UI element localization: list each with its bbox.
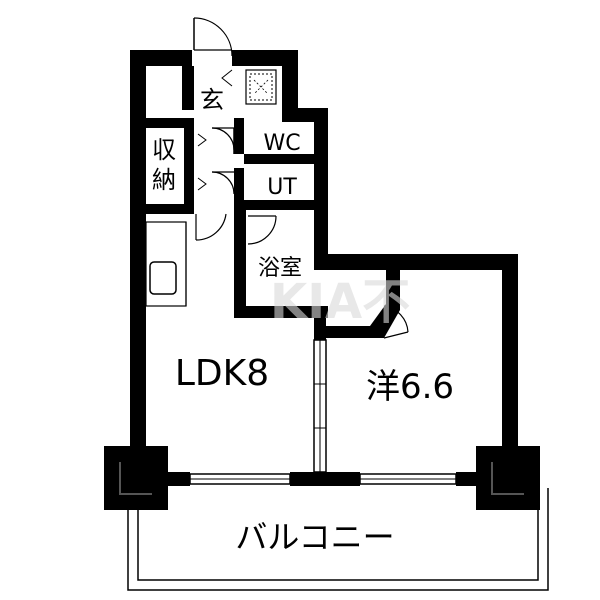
bath-label-group: 浴室 — [258, 256, 302, 281]
wc-label: WC — [263, 131, 300, 156]
watermark: KIA不 — [270, 274, 410, 330]
ut-door — [211, 171, 235, 195]
storage-label-bottom: 納 — [152, 166, 176, 194]
wc-label-group: WC — [250, 126, 314, 156]
window-ldk — [189, 473, 291, 485]
corridor-door — [195, 213, 227, 241]
western-room-label: 洋6.6 — [366, 367, 454, 407]
storage-label-group: 収 納 — [152, 136, 176, 194]
genkan-label: 玄 — [200, 86, 224, 114]
balcony-label: バルコニー — [235, 518, 394, 556]
genkan-floor-tile — [245, 69, 277, 105]
western-door — [383, 305, 409, 339]
ldk-label: LDK8 — [175, 353, 269, 394]
exterior-walls — [130, 50, 518, 486]
column-left — [104, 446, 168, 510]
bath-door — [247, 215, 277, 245]
kitchen-counter — [145, 221, 187, 307]
sliding-partition — [313, 339, 327, 473]
entrance-door — [193, 17, 233, 57]
interior-walls — [130, 66, 400, 340]
bath-label: 浴室 — [258, 256, 302, 281]
column-right — [476, 446, 540, 510]
ut-label-group: UT — [250, 170, 314, 200]
door-markers — [197, 69, 233, 191]
genkan-label-group: 玄 — [200, 86, 224, 114]
ut-label: UT — [267, 175, 297, 200]
wc-door — [211, 127, 235, 154]
ldk-label-group: LDK8 — [175, 353, 269, 394]
storage-label-top: 収 — [152, 136, 176, 164]
kitchen-sink — [149, 261, 177, 295]
balcony-outline — [127, 488, 549, 591]
western-label-group: 洋6.6 — [366, 367, 454, 407]
balcony-label-group: バルコニー — [235, 518, 394, 556]
window-western — [359, 473, 457, 485]
